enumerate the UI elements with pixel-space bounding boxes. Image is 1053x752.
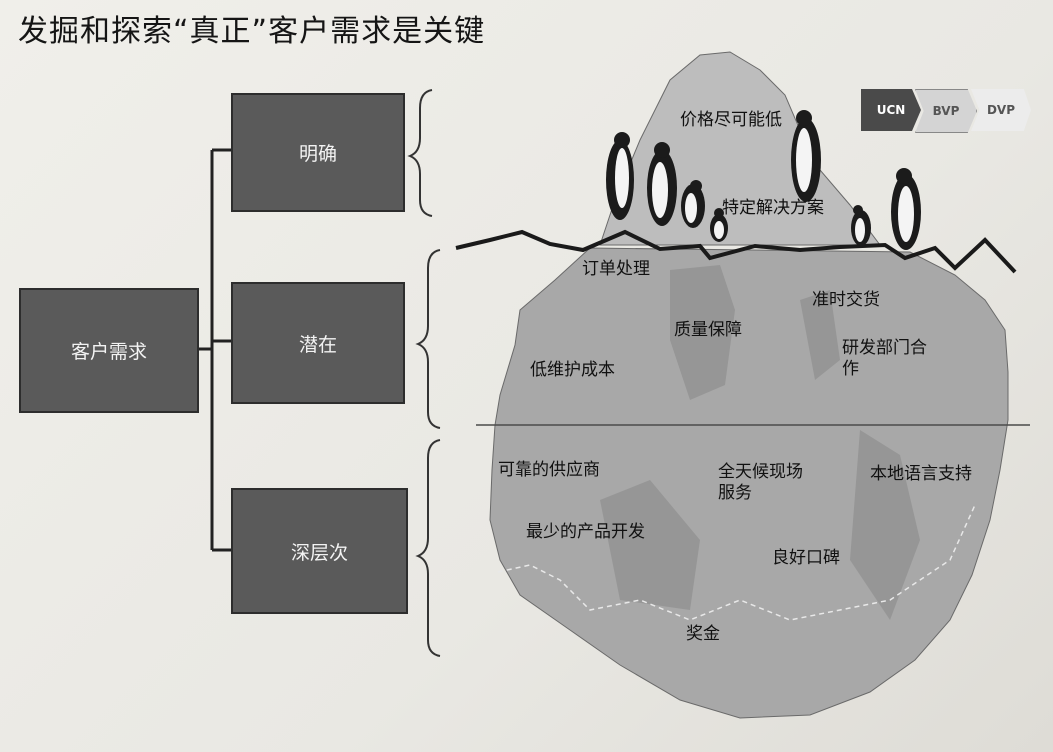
penguin-icon [710, 208, 728, 242]
penguin-icon [791, 110, 821, 202]
label-local-language: 本地语言支持 [870, 464, 972, 484]
iceberg-shading [600, 265, 920, 620]
explicit-needs-box: 明确 [231, 93, 405, 212]
label-onsite-service: 全天候现场服务 [718, 462, 803, 503]
penguin-icon [647, 142, 677, 226]
brace-2 [415, 249, 441, 429]
penguin-icon [851, 205, 871, 246]
label-quality-assurance: 质量保障 [674, 320, 742, 340]
legend: UCN BVP DVP [861, 89, 1031, 133]
legend-dvp: DVP [971, 89, 1031, 131]
deep-needs-box: 深层次 [231, 488, 408, 614]
label-specific-solution: 特定解决方案 [722, 198, 824, 218]
brace-1 [407, 89, 433, 217]
legend-ucn: UCN [861, 89, 921, 131]
label-good-reputation: 良好口碑 [772, 548, 840, 568]
label-rd-cooperation: 研发部门合作 [842, 338, 927, 379]
label-lowest-price: 价格尽可能低 [680, 110, 782, 130]
label-bonus: 奖金 [686, 624, 720, 644]
deep-dashed-line [497, 504, 976, 621]
page-title: 发掘和探索“真正”客户需求是关键 [18, 14, 486, 49]
latent-needs-box: 潜在 [231, 282, 405, 404]
customer-needs-box: 客户需求 [19, 288, 199, 413]
brace-3 [415, 439, 441, 657]
legend-bvp: BVP [915, 89, 977, 133]
label-on-time-delivery: 准时交货 [812, 290, 880, 310]
penguin-icon [606, 132, 634, 220]
label-order-processing: 订单处理 [582, 259, 650, 279]
label-low-maintenance: 低维护成本 [530, 360, 615, 380]
label-min-development: 最少的产品开发 [526, 522, 645, 542]
penguin-icon [681, 180, 705, 228]
penguin-icon [891, 168, 921, 250]
waterline [455, 229, 1017, 274]
label-reliable-supplier: 可靠的供应商 [498, 460, 600, 480]
